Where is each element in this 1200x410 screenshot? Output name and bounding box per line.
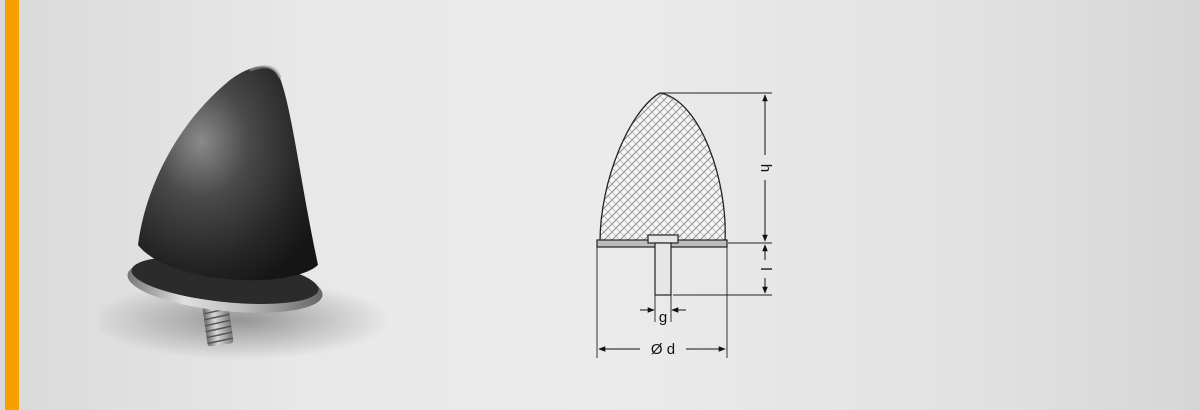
extension-lines — [596, 92, 772, 358]
photo-threaded-stud — [202, 303, 234, 347]
technical-drawing: h l g Ø d — [596, 92, 774, 358]
rubber-buffer-photo — [100, 65, 390, 360]
drawing-rubber-body — [599, 92, 726, 243]
drawing-stud-shaft — [654, 242, 672, 296]
accent-bar — [5, 0, 19, 410]
dimension-label-h: h — [757, 164, 774, 172]
dimension-label-g: g — [659, 309, 667, 326]
photo-rubber-cone — [138, 66, 318, 281]
dimension-label-l: l — [757, 267, 774, 270]
drawing-stud-head — [647, 234, 679, 244]
dimension-label-d: Ø d — [651, 341, 675, 358]
